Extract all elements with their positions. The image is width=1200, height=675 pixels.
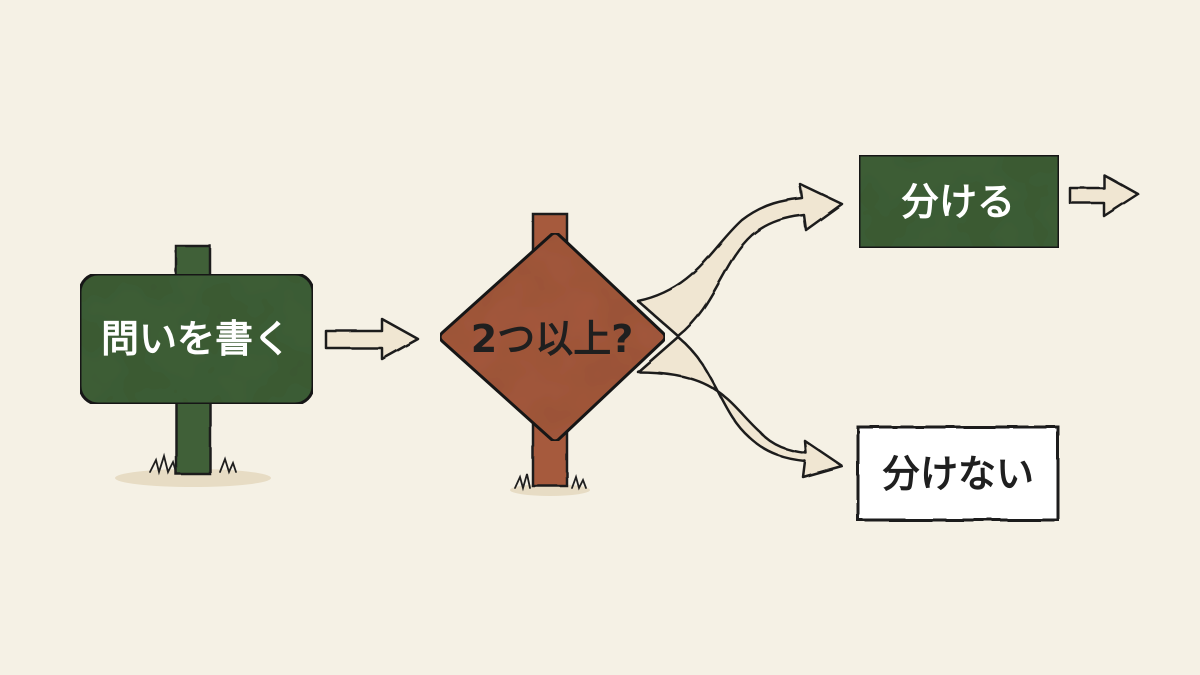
ground-patch (115, 469, 271, 487)
grass-tuft-icon (149, 452, 237, 476)
arrow-decision-to-no (636, 335, 844, 479)
yes-node: 分ける (857, 153, 1061, 250)
no-label: 分けない (882, 452, 1034, 496)
decision-sign-label: 2つ以上? (471, 317, 633, 361)
decision-sign-board (438, 231, 667, 443)
start-sign-board (78, 272, 315, 406)
yes-label: 分ける (901, 180, 1015, 224)
yes-box (857, 153, 1061, 250)
arrow-start-to-decision (324, 317, 420, 361)
no-node: 分けない (856, 425, 1060, 522)
no-box (856, 425, 1060, 522)
start-signpost: 問いを書く (78, 244, 315, 487)
grass-tuft-icon (514, 473, 587, 492)
arrow-decision-to-yes (636, 182, 844, 338)
decision-signpost: 2つ以上? (438, 212, 667, 496)
arrow-yes-onward (1068, 173, 1140, 218)
start-sign-label: 問いを書く (101, 317, 291, 361)
